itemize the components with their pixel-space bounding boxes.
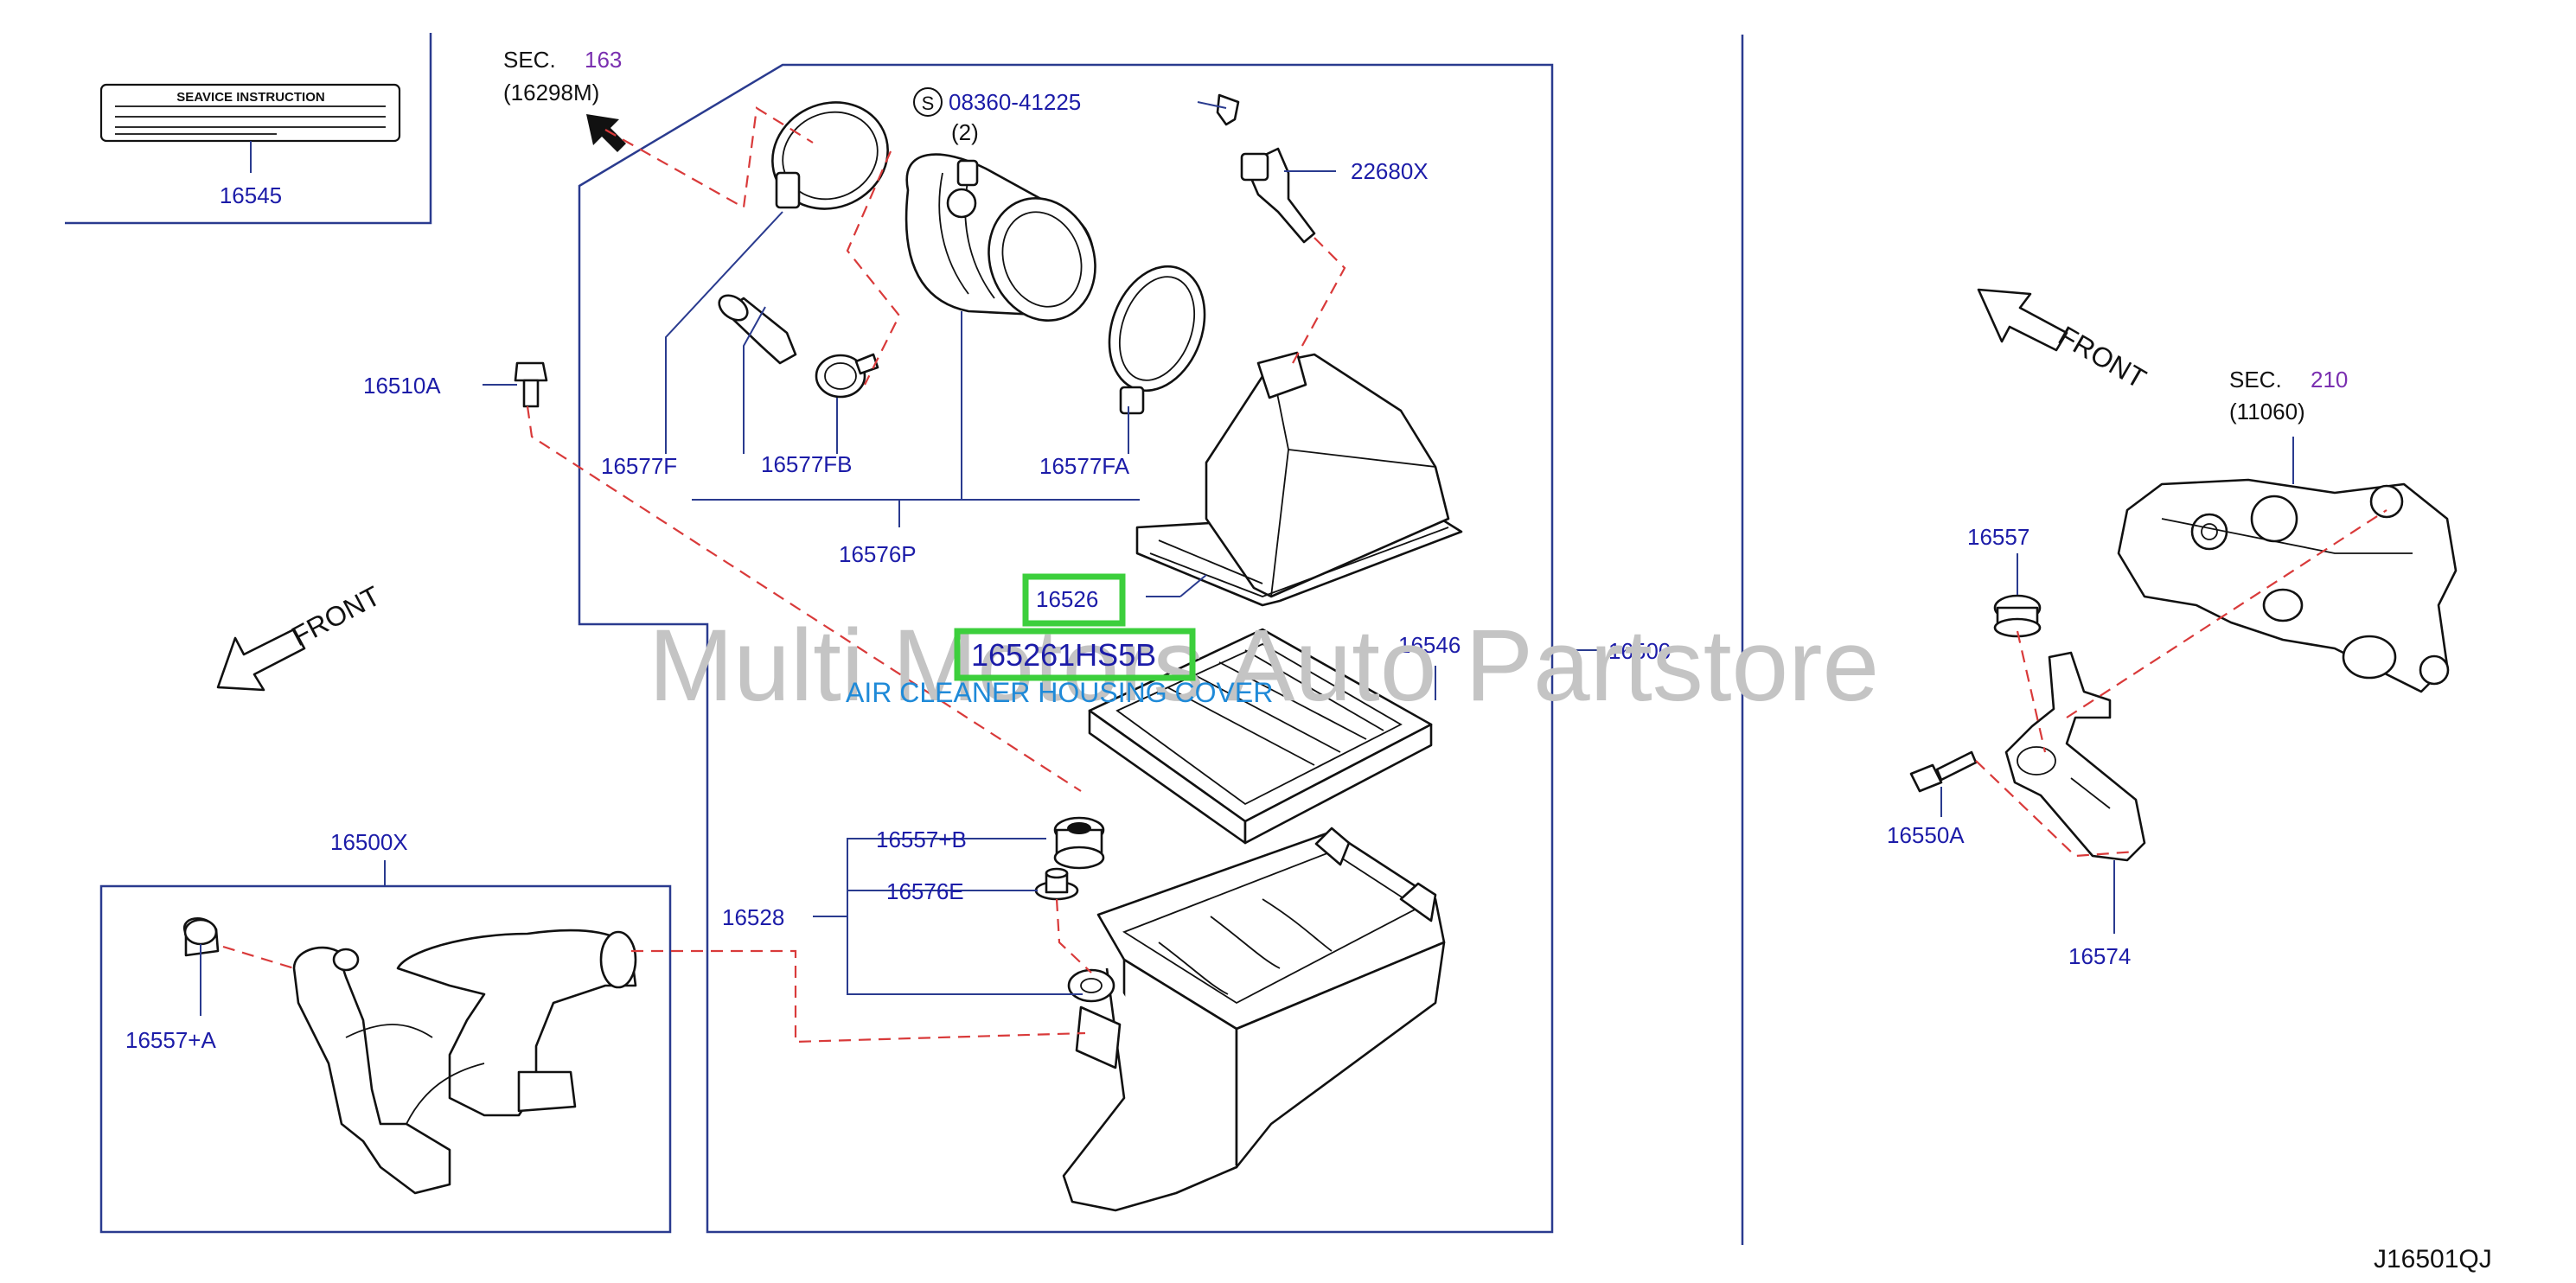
clamp-16577f-part [771, 101, 889, 210]
dash-grommet-bracket [2016, 630, 2047, 753]
service-instruction-card: SEAVICE INSTRUCTION [99, 83, 401, 143]
dash-bolt-16510a [526, 405, 1082, 792]
sec163-code: (16298M) [503, 80, 599, 105]
sec210-code: (11060) [2229, 399, 2305, 424]
part-label-16550A[interactable]: 16550A [1887, 822, 1965, 848]
main-assembly-frame [578, 63, 1554, 1234]
bolt-ref-qty: (2) [951, 119, 979, 145]
dash-sensor-cover [1292, 237, 1346, 364]
part-label-16500X[interactable]: 16500X [330, 829, 408, 855]
lower-housing-16528-part [1062, 827, 1446, 1212]
sec163-label: SEC. [503, 47, 556, 73]
part-label-16576P[interactable]: 16576P [839, 541, 917, 567]
service-instruction-frame [65, 33, 432, 225]
sensor-22680x-part [1216, 93, 1316, 244]
front-label-right: FRONT [2054, 320, 2151, 394]
part-label-16576E[interactable]: 16576E [886, 878, 964, 904]
dash-bolt-boot [846, 150, 901, 386]
sec163-number[interactable]: 163 [585, 47, 622, 73]
front-arrow-right: FRONT [1977, 288, 2151, 394]
bracket-16574-part [2004, 651, 2146, 862]
cover-16526-part [1135, 351, 1463, 607]
highlight-part-code[interactable]: 165261HS5B [971, 637, 1156, 673]
part-label-16557B[interactable]: 16557+B [876, 827, 967, 852]
diagram-code: J16501QJ [2374, 1245, 2492, 1273]
part-label-16545[interactable]: 16545 [220, 182, 282, 208]
bolt-ref-circle-icon [913, 87, 943, 117]
dash-16557a-duct [222, 945, 295, 970]
bolt-ref-circle-letter: S [922, 93, 935, 114]
hose-fitting-16577fb-part [718, 294, 879, 399]
highlight-box-16526 [1022, 573, 1126, 627]
dash-sec163 [604, 106, 814, 209]
part-label-16577FA[interactable]: 16577FA [1039, 453, 1130, 479]
dash-bolt-bracket [1975, 760, 2137, 858]
part-label-16528[interactable]: 16528 [722, 904, 784, 930]
service-instruction-title: SEAVICE INSTRUCTION [176, 90, 324, 105]
part-label-16546[interactable]: 16546 [1398, 632, 1461, 658]
dash-duct-housing [631, 949, 1086, 1044]
part-label-22680X[interactable]: 22680X [1351, 158, 1429, 184]
part-label-16557[interactable]: 16557 [1967, 524, 2029, 550]
part-label-16526[interactable]: 16526 [1036, 586, 1098, 612]
part-label-16574[interactable]: 16574 [2068, 943, 2131, 969]
duct-16500x-part [182, 916, 637, 1195]
grommet-16557-part [1993, 594, 2042, 638]
part-label-16500[interactable]: 16500 [1608, 638, 1671, 664]
sec210-label: SEC. [2229, 367, 2282, 393]
intake-boot-16576p-part [904, 153, 1096, 322]
front-arrow-left: FRONT [216, 580, 386, 692]
part-label-16577FB[interactable]: 16577FB [761, 451, 853, 477]
part-label-16557A[interactable]: 16557+A [125, 1027, 216, 1053]
bolt-16550a-part [1909, 750, 1978, 793]
component-sec210-part [2117, 478, 2458, 693]
bolt-16510a-part [514, 361, 548, 408]
part-label-16577F[interactable]: 16577F [601, 453, 677, 479]
part-label-16510A[interactable]: 16510A [363, 373, 441, 399]
highlight-part-description: AIR CLEANER HOUSING COVER [846, 677, 1273, 708]
watermark-text: Multi Motors Auto Partstore [649, 609, 1879, 723]
bolt-ref-number[interactable]: 08360-41225 [949, 89, 1081, 115]
sec163-arrow-icon [586, 114, 626, 152]
dash-grommet-housing [1055, 898, 1092, 973]
highlight-box-165261HS5B [954, 628, 1196, 681]
front-label-left: FRONT [286, 580, 385, 653]
dash-bracket-component [2066, 509, 2387, 718]
grommet-16557b-part [1053, 816, 1105, 870]
grommet-16576e-part [1034, 867, 1079, 901]
clamp-16577fa-part [1108, 265, 1206, 415]
sec210-number[interactable]: 210 [2311, 367, 2348, 393]
